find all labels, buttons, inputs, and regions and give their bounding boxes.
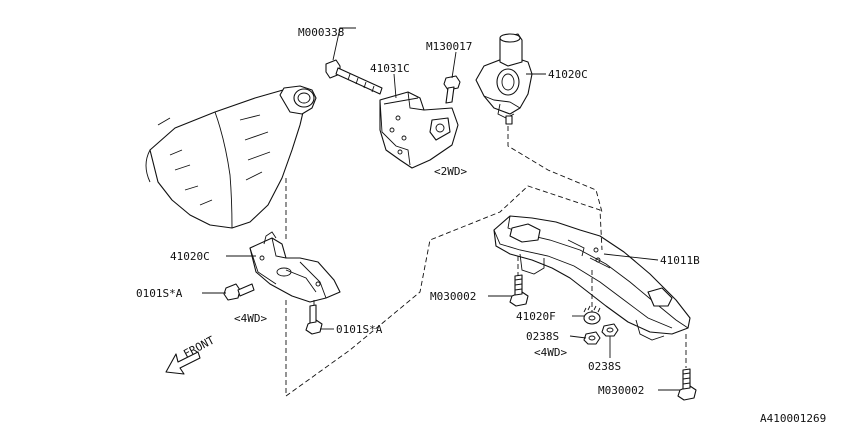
label-bolt-0101sa-bottom: 0101S*A bbox=[336, 323, 383, 336]
label-mount-41020c-2wd: 41020C bbox=[548, 68, 588, 81]
label-bolt-m130017: M130017 bbox=[426, 40, 472, 53]
label-variant-4wd-left: <4WD> bbox=[234, 312, 267, 325]
washer-0238s-left bbox=[583, 331, 601, 345]
label-damper-41020f: 41020F bbox=[516, 310, 556, 323]
transmission-housing bbox=[145, 85, 317, 229]
label-bolt-m030002-mid: M030002 bbox=[430, 290, 476, 303]
leader-lines bbox=[202, 27, 680, 391]
label-mount-41020c-4wd: 41020C bbox=[170, 250, 210, 263]
bracket-2wd bbox=[379, 91, 459, 169]
label-washer-0238s-left: 0238S bbox=[526, 330, 559, 343]
bolt-0101sa-left bbox=[223, 283, 255, 301]
label-variant-2wd: <2WD> bbox=[434, 165, 467, 178]
bolt-m030002-mid bbox=[509, 274, 529, 307]
engine-mount-2wd bbox=[475, 33, 533, 125]
label-crossmember-41011b: 41011B bbox=[660, 254, 700, 267]
label-bracket-41031c: 41031C bbox=[370, 62, 410, 75]
bolt-m000338 bbox=[325, 59, 383, 95]
front-arrow bbox=[165, 351, 201, 375]
label-bolt-m030002-bottom: M030002 bbox=[598, 384, 644, 397]
bolt-0101sa-bottom bbox=[305, 304, 323, 335]
label-variant-4wd-right: <4WD> bbox=[534, 346, 567, 359]
label-diagram-id: A410001269 bbox=[760, 412, 826, 425]
engine-mount-4wd bbox=[249, 231, 341, 303]
washer-0238s-right bbox=[601, 323, 619, 337]
label-bolt-0101sa-left: 0101S*A bbox=[136, 287, 183, 300]
damper-41020f bbox=[583, 305, 601, 325]
label-bolt-m000338: M000338 bbox=[298, 26, 344, 39]
assembly-dashed-lines bbox=[285, 126, 687, 397]
bolt-m030002-bottom bbox=[677, 368, 697, 401]
label-washer-0238s-right: 0238S bbox=[588, 360, 621, 373]
bolt-m130017 bbox=[443, 75, 461, 104]
